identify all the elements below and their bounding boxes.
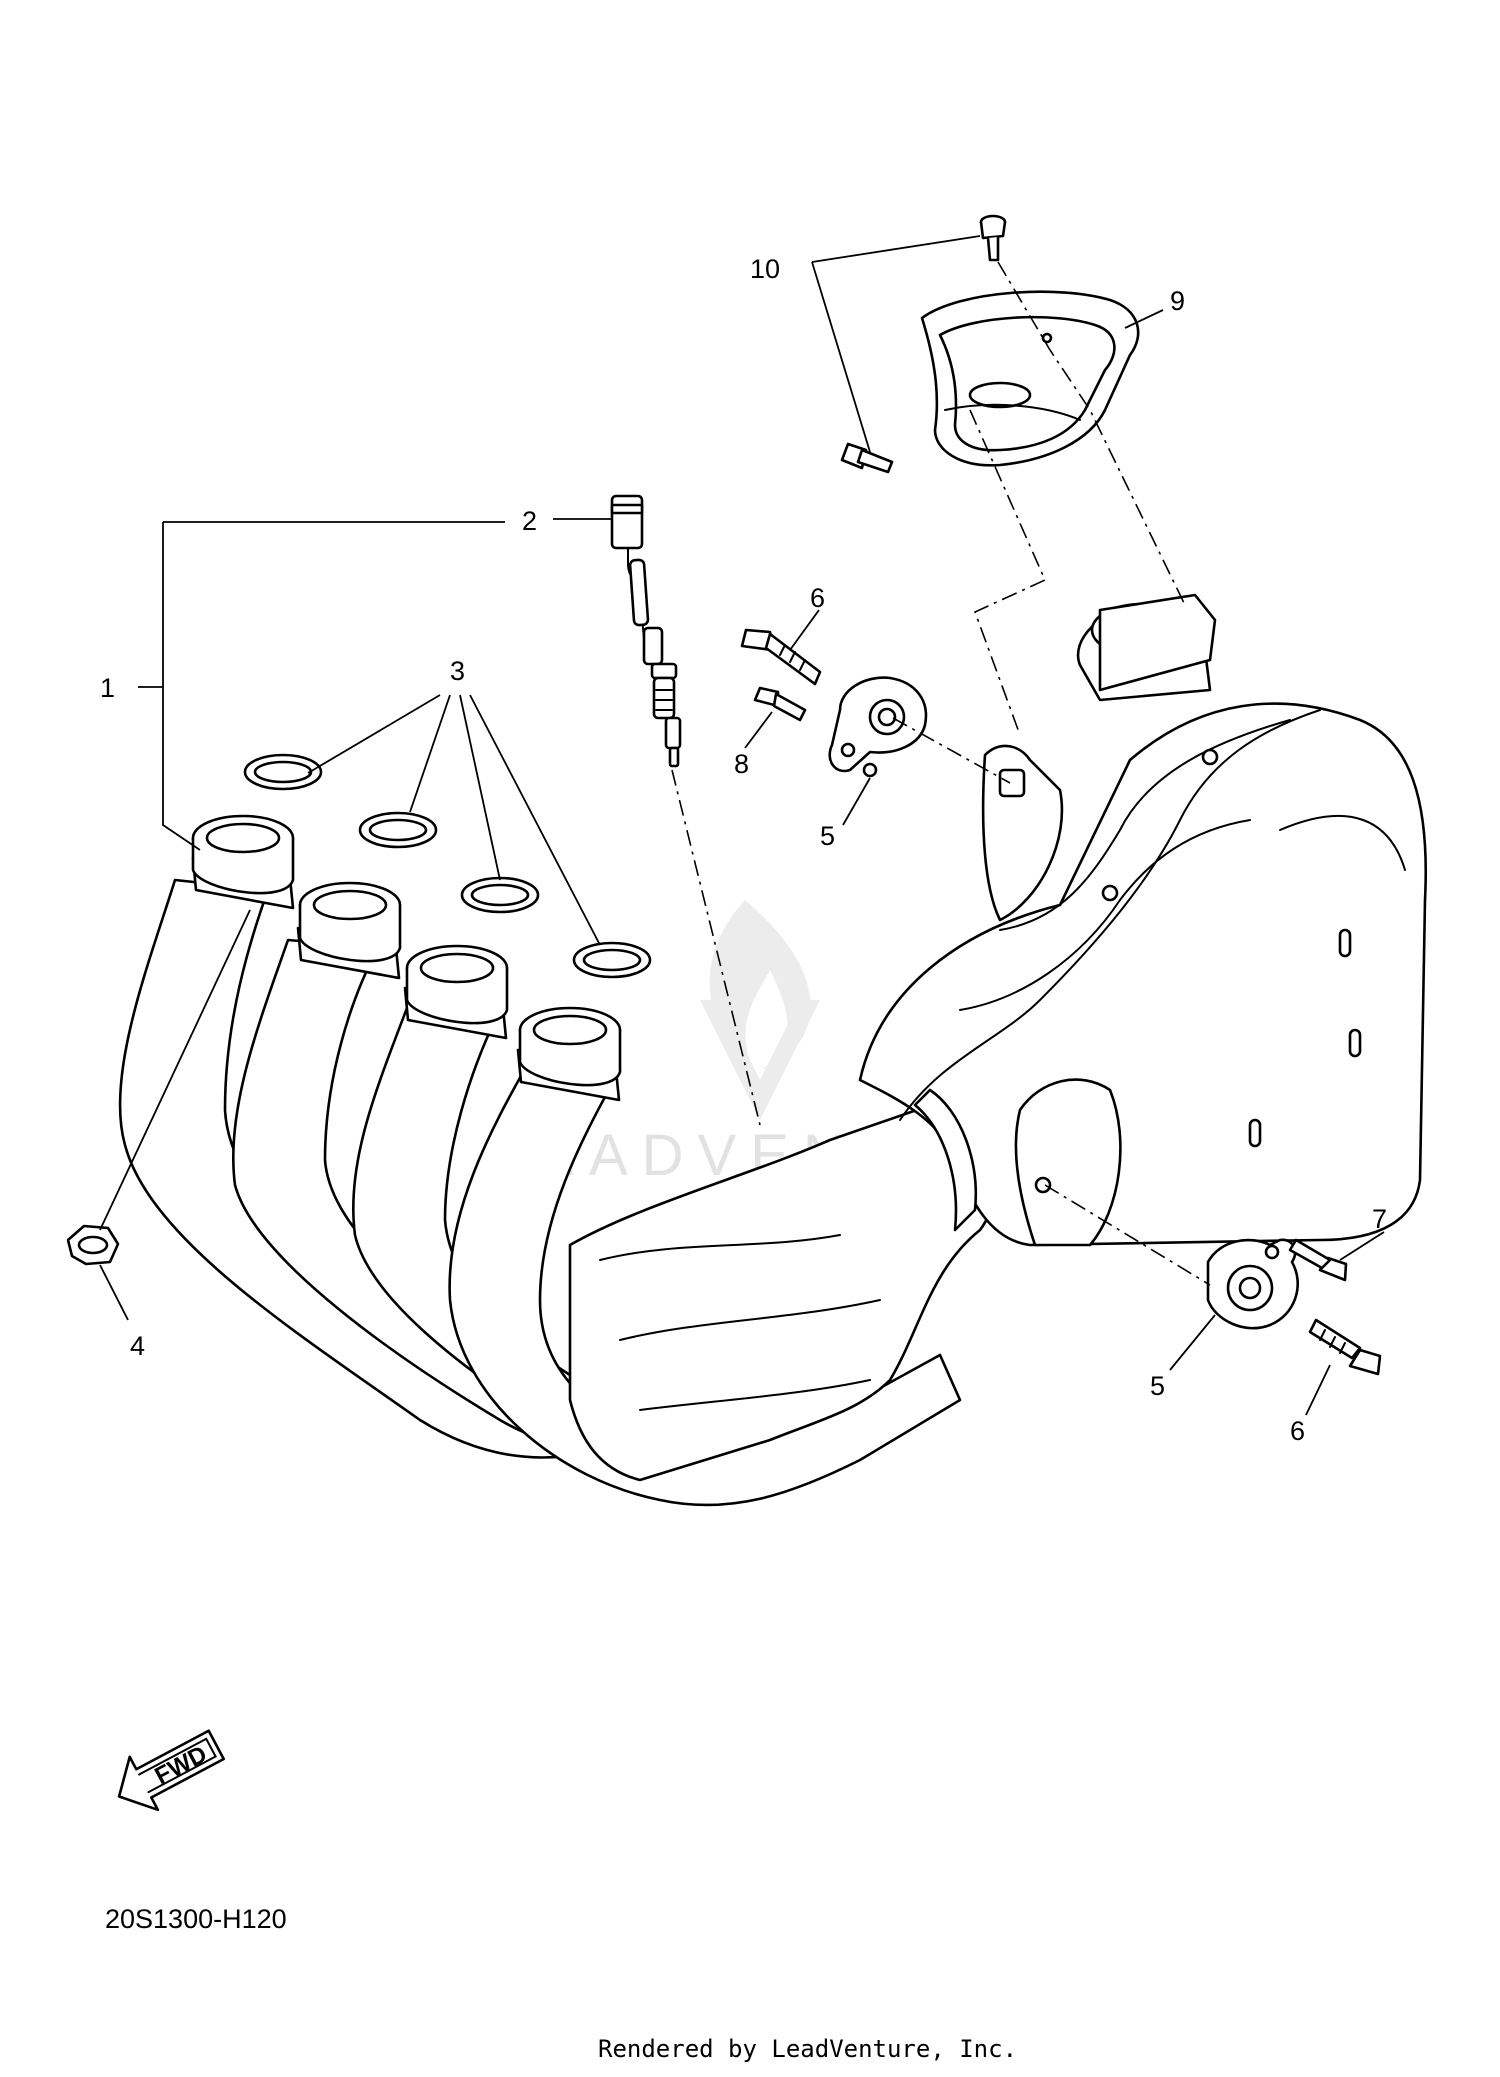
callout-4: 4 [130,1331,145,1361]
damper-lower [1206,1238,1300,1330]
leader-lines [99,235,1385,1416]
exhaust-pipe-assembly [118,814,999,1507]
rendered-by-footer: Rendered by LeadVenture, Inc. [598,2035,1017,2063]
callout-5-lower: 5 [1150,1371,1165,1401]
oxygen-sensor [610,494,682,768]
callout-labels: 1 2 3 4 5 5 6 6 7 8 9 10 [100,254,1387,1446]
exhaust-flange-1 [191,814,295,910]
bolt-8 [753,686,807,722]
bolt-10-side [840,442,894,474]
callout-2: 2 [522,506,537,536]
callout-9: 9 [1170,286,1185,316]
damper-upper [828,676,928,778]
callout-1: 1 [100,673,115,703]
exhaust-flange-3 [403,944,509,1040]
gasket-set [243,753,652,979]
callout-10: 10 [750,254,780,284]
callout-7: 7 [1372,1204,1387,1234]
reference-code: 20S1300-H120 [105,1904,287,1934]
bolt-10-top [979,214,1007,262]
nut [66,1224,120,1266]
callout-5-upper: 5 [820,821,835,851]
muffler [858,593,1427,1247]
exhaust-flange-4 [516,1006,622,1102]
bolt-6-lower [1308,1318,1382,1376]
callout-3: 3 [450,656,465,686]
bolt-7 [1288,1238,1348,1282]
callout-6-lower: 6 [1290,1416,1305,1446]
exhaust-flange-2 [296,881,402,980]
assembly-dash-lines [671,261,1211,1286]
fwd-arrow-icon: FWD [117,1729,226,1812]
callout-6-upper: 6 [810,583,825,613]
bolt-6-upper [740,628,822,686]
callout-8: 8 [734,749,749,779]
